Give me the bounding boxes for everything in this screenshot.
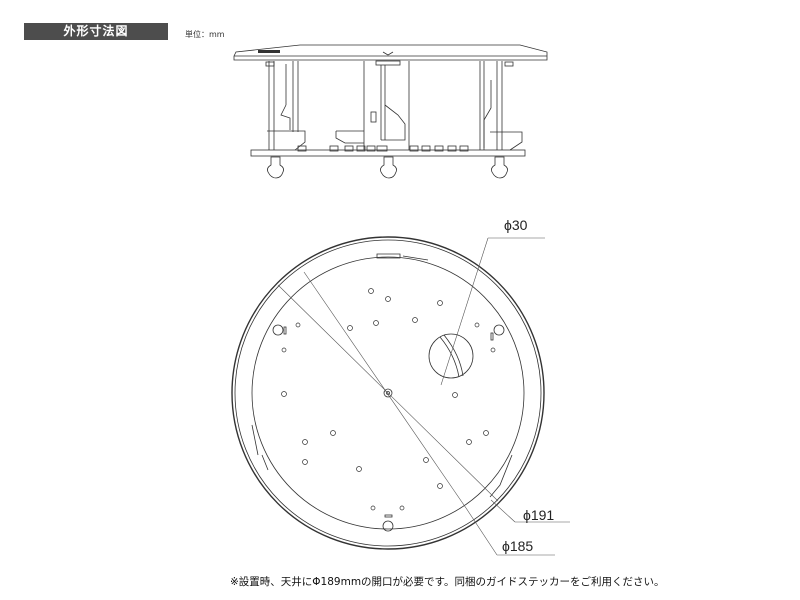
inner-diameter-label: ϕ185 — [502, 538, 534, 554]
installation-note: ※設置時、天井にΦ189mmの開口が必要です。同梱のガイドステッカーをご利用くだ… — [230, 576, 665, 588]
hole-diameter-label: ϕ30 — [504, 217, 528, 233]
page-title: 外形寸法図 — [24, 23, 168, 40]
outer-diameter-label: ϕ191 — [523, 507, 555, 523]
unit-label: 単位：mm — [185, 30, 225, 39]
